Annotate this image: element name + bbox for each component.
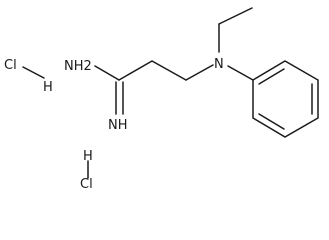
bond-amine-to-amidine-carbon [94,65,120,81]
bond-ch2-to-nitrogen [185,64,214,81]
backbone-bonds [94,60,214,81]
hydrogen-label-2: H [83,149,93,164]
ring-inner-double-bond-1 [258,68,285,85]
bond-ch2-to-ch3 [218,7,253,25]
ring-inner-double-bond-3 [258,113,285,130]
chlorine-label-2: Cl [80,177,93,191]
bond-n-to-phenyl [227,65,254,81]
imine-nh-label: NH [108,118,128,133]
imine-double-bond [115,81,124,115]
phenyl-ring [252,60,319,138]
tertiary-nitrogen-label: N [214,57,224,72]
amine-nh2-label: NH2 [64,59,92,74]
bond-hcl-1 [22,66,45,79]
ethyl-bonds [218,7,253,53]
bond-ch2-to-ch2 [151,60,187,81]
hydrogen-label-1: H [43,80,53,95]
chlorine-label-1: Cl [4,58,17,73]
chemical-structure-diagram: NH2 NH N Cl H H Cl [4,7,319,191]
bond-amidine-c-to-ch2 [118,60,153,81]
